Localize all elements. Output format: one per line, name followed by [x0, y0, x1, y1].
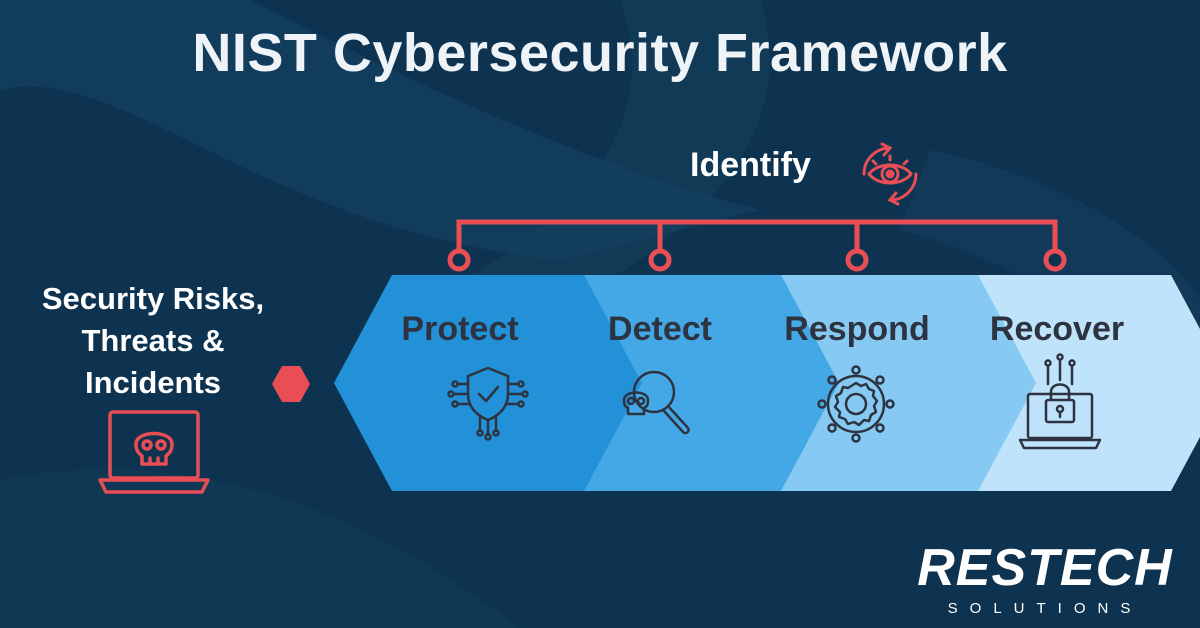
hexagon-protect [334, 275, 642, 491]
laptop-lock-icon [1018, 353, 1102, 450]
detect-label: Detect [608, 310, 712, 348]
skull-laptop-icon [98, 410, 210, 494]
brand-logo: RESTECH SOLUTIONS [905, 540, 1185, 617]
risks-line-3: Incidents [84, 365, 222, 400]
risks-line-1: Security Risks, [41, 281, 265, 316]
brand-subtitle: SOLUTIONS [947, 600, 1143, 617]
identify-label: Identify [690, 146, 811, 184]
page-title: NIST Cybersecurity Framework [192, 23, 1008, 83]
skull-magnifier-icon [622, 370, 690, 435]
respond-label: Respond [784, 310, 930, 348]
gear-network-icon [817, 365, 895, 443]
protect-label: Protect [401, 310, 519, 348]
recover-label: Recover [989, 310, 1125, 348]
brand-name: RESTECH [917, 539, 1173, 597]
shield-circuit-icon [447, 366, 529, 441]
risk-marker-hexagon [272, 366, 310, 402]
risks-label: Security Risks, Threats & Incidents [8, 278, 298, 404]
risks-line-2: Threats & [81, 323, 225, 358]
identify-connector [447, 219, 1067, 272]
framework-hexagons [334, 275, 1200, 491]
eye-cycle-icon [862, 142, 918, 206]
